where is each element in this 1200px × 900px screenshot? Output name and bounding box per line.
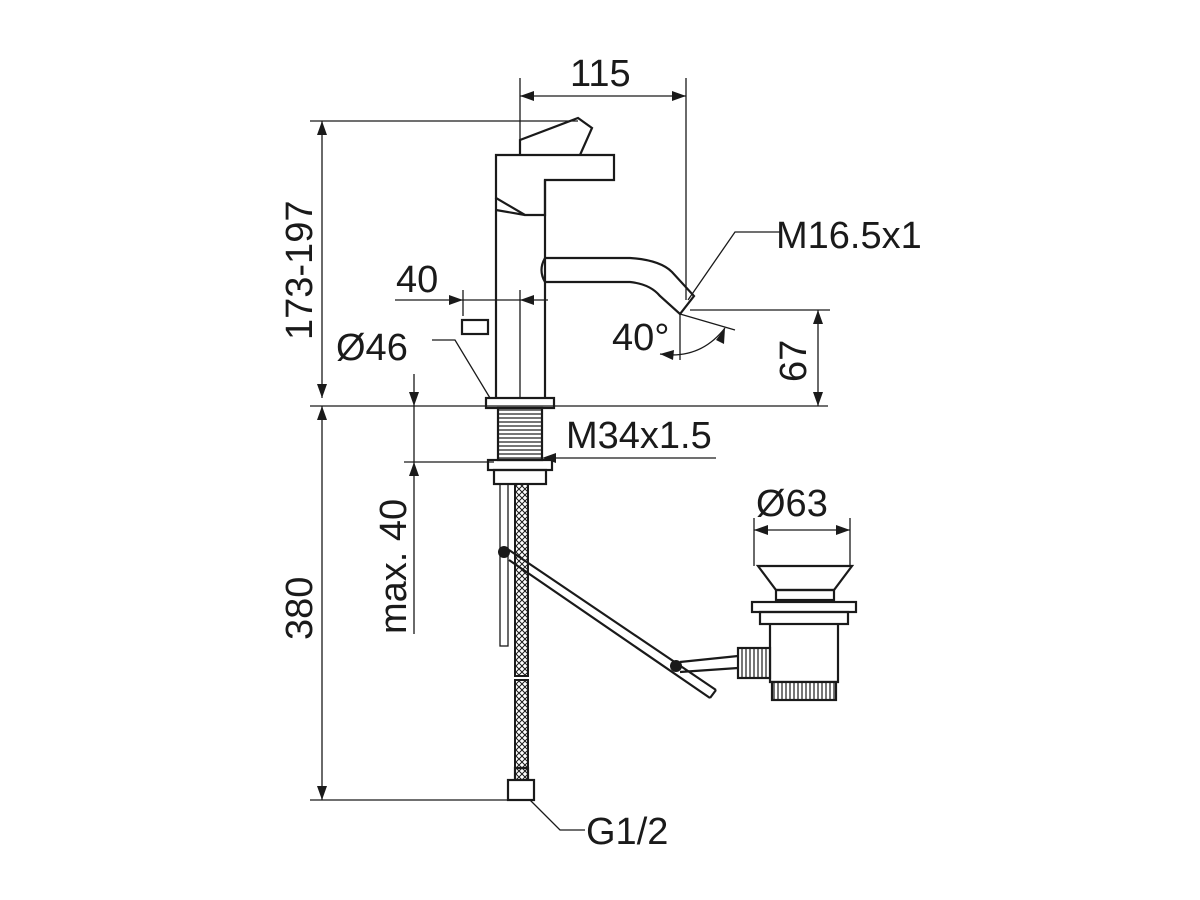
popup-knob [460,318,490,336]
dia-63-lines [753,518,851,566]
body-seam [495,208,526,217]
label-max-40: max. 40 [373,499,415,634]
hose-upper [514,483,529,677]
popup-rod [499,483,509,647]
threaded-shank [496,406,544,462]
spout-base [540,257,546,283]
connector-clip [670,660,682,672]
handle-lever [518,116,594,156]
label-m16: M16.5x1 [776,215,922,257]
label-dia-46: Ø46 [336,327,408,369]
rod-clamp [498,546,510,558]
body-cylinder [494,180,547,398]
m34-arrow [542,453,556,463]
m16-leader [687,231,780,301]
label-g12: G1/2 [586,811,668,853]
hose-lower [514,679,529,781]
g12-leader [529,799,585,831]
waste-body [768,624,840,684]
label-67: 67 [773,340,815,382]
dia-46-leader [432,339,491,399]
connector-rod [679,654,739,674]
dim-max40-lines [404,374,494,634]
waste-gasket [758,610,850,626]
label-40: 40 [396,259,438,301]
plug-head [755,564,855,592]
dim-115-lines [519,78,687,300]
dimension-lines [310,78,851,831]
angle-40-arrows [660,328,725,360]
mount-washer [486,458,554,472]
dim-380-lines [310,406,508,801]
hose-crimp [513,766,530,780]
hose-fitting [506,778,536,802]
waste-flange [750,600,858,614]
mount-nut [492,468,548,486]
plug-neck [774,588,836,602]
dim-173-lines [310,120,578,398]
supply-hoses [498,483,717,802]
dimension-labels: 115 173-197 40 Ø46 M16.5x1 40° 67 M34x1.… [279,53,922,853]
linkage-rod [508,549,717,699]
waste-side-connector [736,646,772,680]
label-115: 115 [570,53,631,95]
label-angle-40: 40° [612,317,669,359]
dim-67-lines [690,309,830,406]
spout [545,256,696,316]
dim-40-lines [395,290,548,398]
label-173-197: 173-197 [279,201,321,340]
waste-tail [770,680,838,702]
pop-up-waste [670,564,858,702]
label-m34: M34x1.5 [566,415,712,457]
handle-block [494,153,616,217]
faucet-body [460,116,696,486]
label-dia-63: Ø63 [756,483,828,525]
label-380: 380 [279,577,321,640]
